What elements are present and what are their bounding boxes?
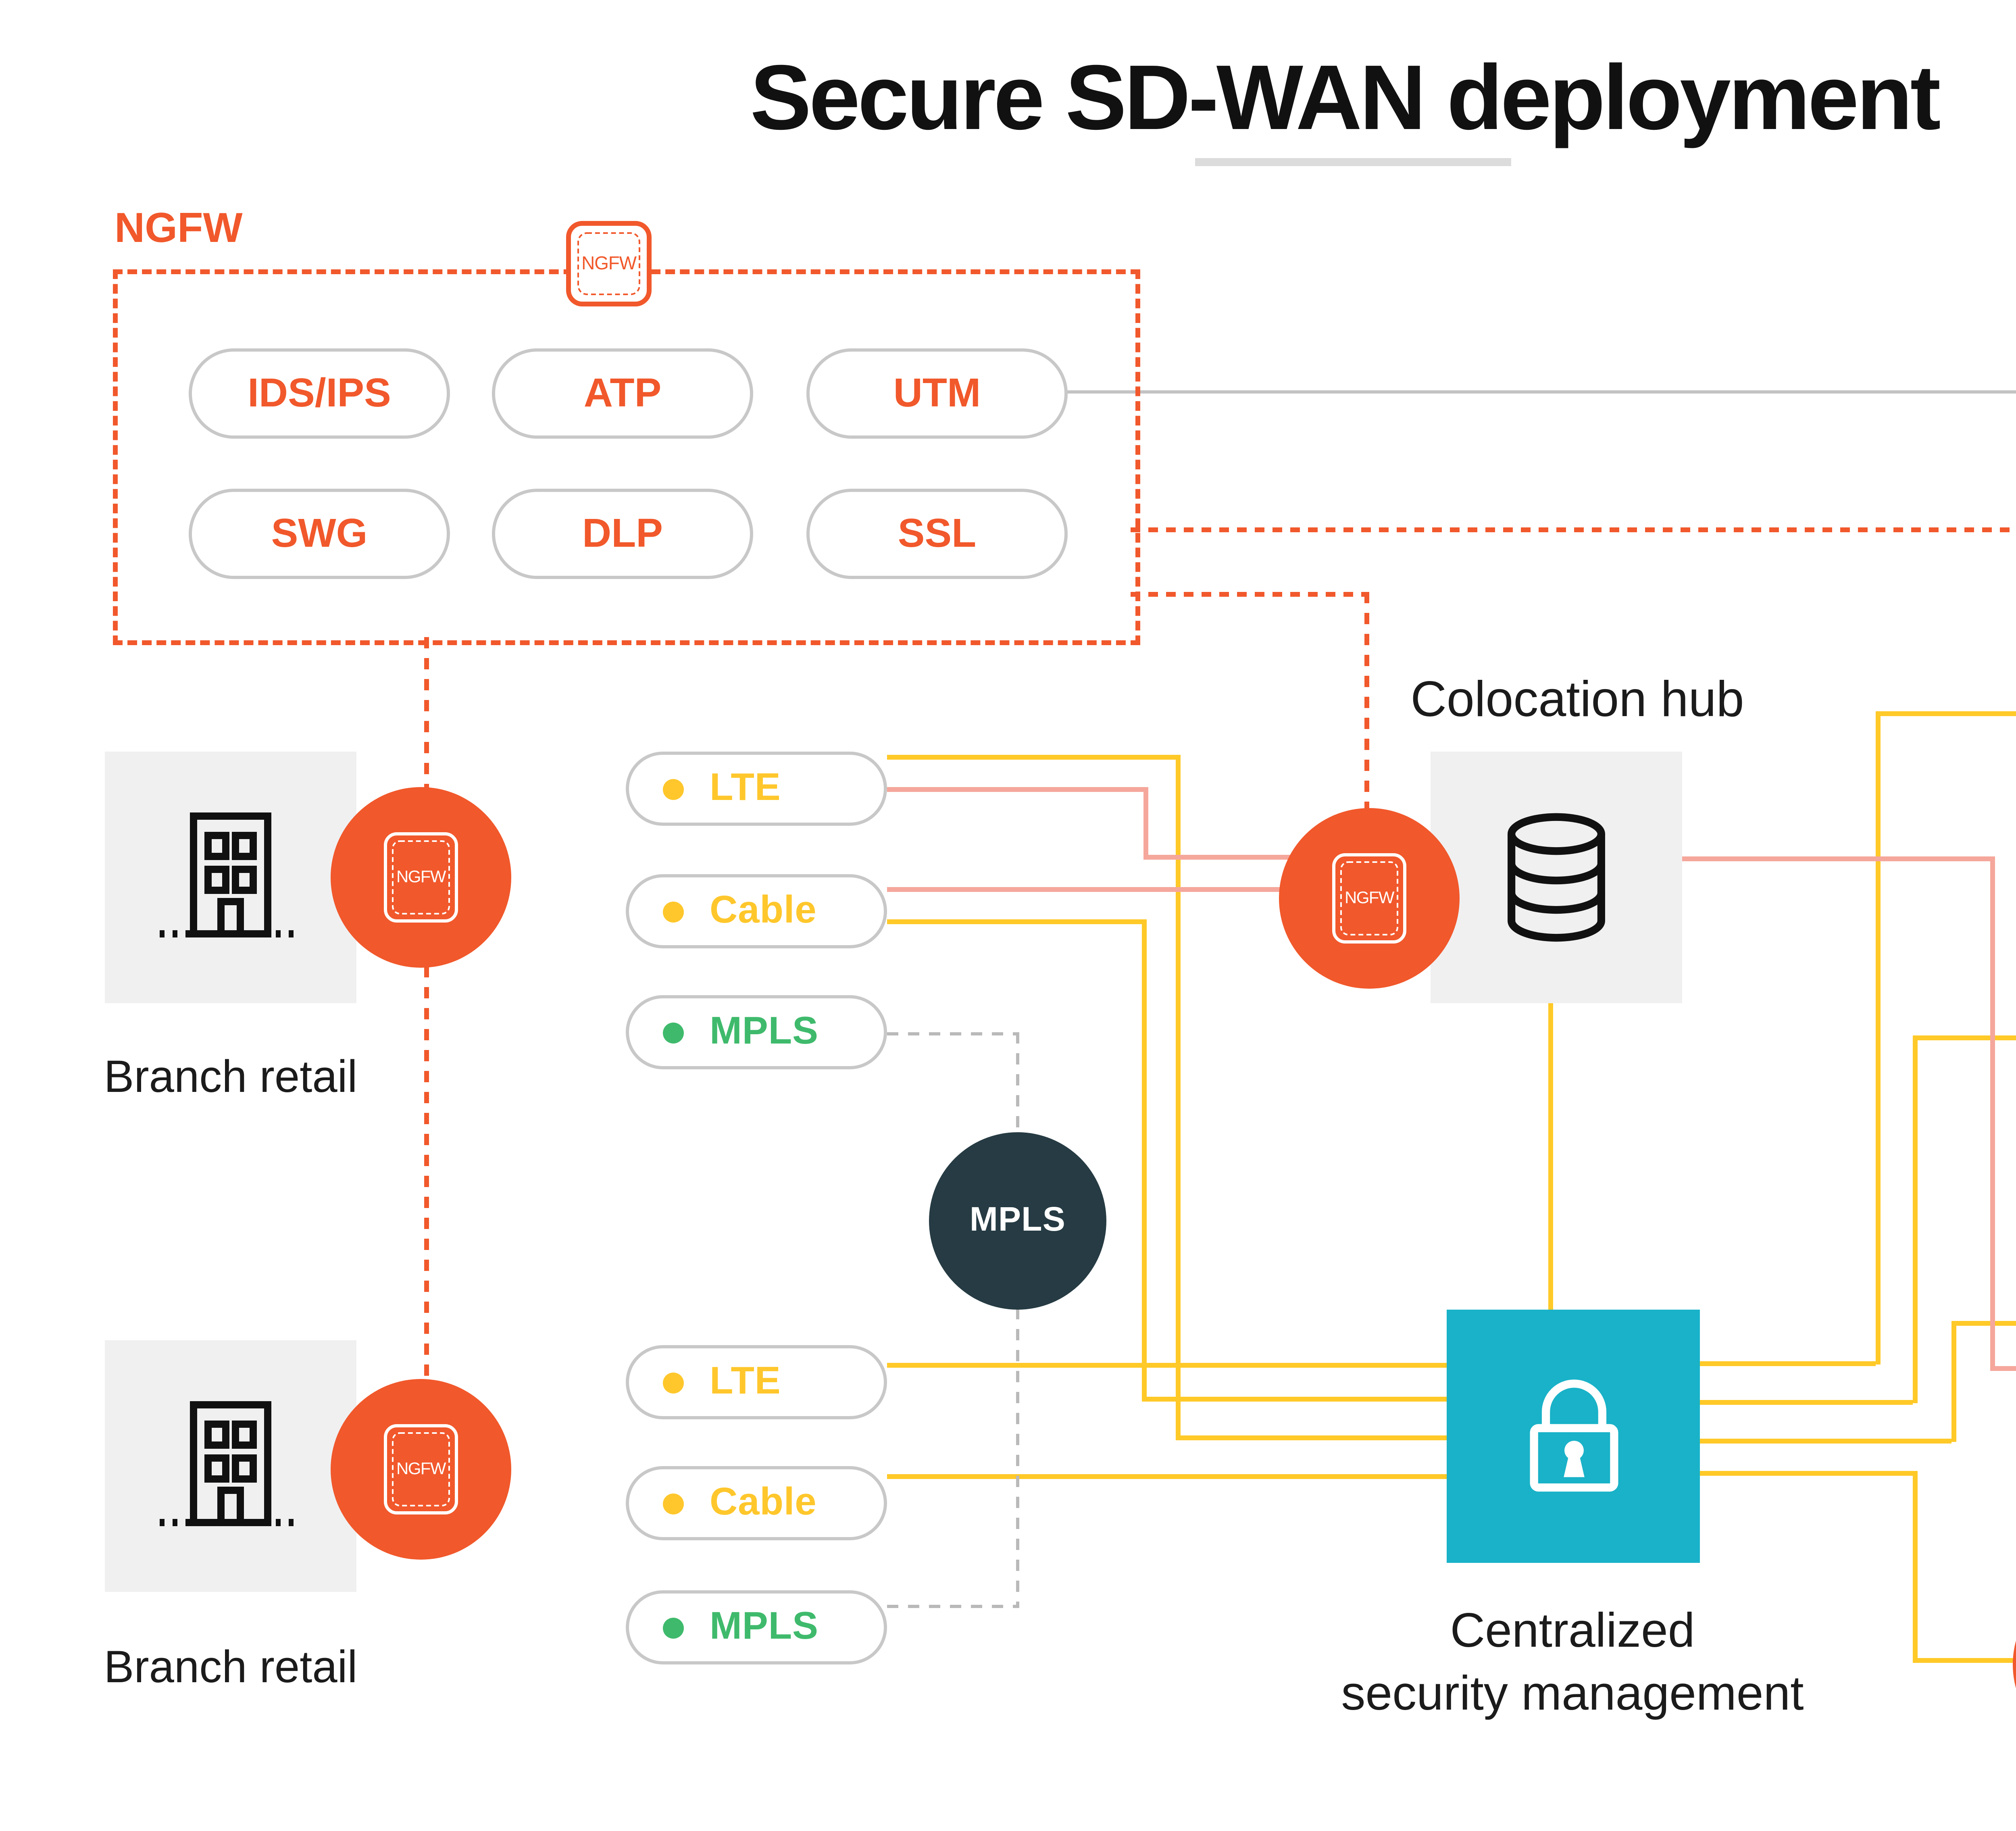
line-sec-publiccloud (1876, 711, 2016, 715)
line-sec-saas (1913, 1035, 2016, 1039)
line-sec-saas (1700, 1400, 1913, 1404)
ngfw-card-label: NGFW (1345, 889, 1395, 908)
colocation-ngfw-badge: NGFW (1279, 808, 1460, 989)
mpls-hub: MPLS (929, 1132, 1106, 1310)
ngfw-chip-icon: NGFW (566, 221, 652, 306)
security-label-line2: security management (1341, 1668, 1804, 1721)
link-pill-label: MPLS (710, 1010, 818, 1053)
mpls-dot-icon (663, 1022, 684, 1043)
line-utm-publiccloud (1066, 390, 2016, 394)
line-lte1-yellow (1176, 1435, 1447, 1439)
link-pill-mpls-2: MPLS (626, 1590, 887, 1664)
line-cable1-yellow (1142, 1397, 1447, 1401)
line-colo-internet (1682, 856, 1993, 860)
cable-dot-icon (663, 1493, 684, 1514)
line-sec-internet (1951, 1321, 1956, 1442)
database-icon (1508, 813, 1605, 942)
cable-dot-icon (663, 901, 684, 922)
branch-1-ngfw-badge: NGFW (331, 787, 511, 968)
line-colo-internet (1990, 856, 1994, 1371)
line-sec-publiccloud (1876, 711, 1880, 1364)
ngfw-chip-label: NGFW (581, 254, 637, 273)
line-ngfw-branch1 (424, 637, 429, 790)
line-lte2-yellow (887, 1363, 1447, 1367)
line-ngfw-hq (1131, 527, 2016, 532)
lock-icon (1529, 1379, 1618, 1491)
mpls-hub-label: MPLS (969, 1202, 1066, 1239)
lte-dot-icon (663, 1372, 684, 1393)
title-underline (1195, 158, 1511, 166)
line-ngfw-colo (1131, 592, 1368, 597)
security-label-line1: Centralized (1450, 1605, 1695, 1658)
link-pill-label: Cable (710, 889, 817, 932)
colocation-box (1431, 752, 1682, 1003)
feature-pill-atp: ATP (492, 348, 753, 439)
branch-2-ngfw-badge: NGFW (331, 1379, 511, 1560)
ngfw-panel-label: NGFW (115, 203, 243, 252)
link-pill-label: MPLS (710, 1605, 818, 1648)
branch-2-label: Branch retail (104, 1642, 358, 1692)
security-management-box (1447, 1310, 1700, 1563)
building-icon (160, 1401, 302, 1526)
link-pill-lte-1: LTE (626, 752, 887, 826)
ngfw-chip-dotted-border (577, 232, 640, 295)
link-pill-cable-2: Cable (626, 1466, 887, 1540)
link-pill-label: LTE (710, 766, 781, 810)
line-mpls2-dashed (1016, 1308, 1020, 1608)
line-colo-internet (1990, 1366, 2016, 1370)
line-lte1-salmon (1143, 787, 1148, 860)
line-mpls1-dashed (887, 1032, 1019, 1036)
page-title: Secure SD-WAN deployment (750, 47, 1941, 150)
line-sec-hq (1913, 1471, 1917, 1663)
feature-pill-utm: UTM (806, 348, 1068, 439)
link-pill-mpls-1: MPLS (626, 995, 887, 1069)
hq-ngfw-badge: NGFW (2013, 1574, 2016, 1755)
line-lte1-salmon (1143, 855, 1290, 859)
feature-pill-idsips: IDS/IPS (189, 348, 450, 439)
lte-dot-icon (663, 778, 684, 799)
line-cable2-yellow (887, 1474, 1447, 1478)
line-cable1-yellow (887, 919, 1142, 923)
line-mpls1-dashed (1016, 1032, 1020, 1135)
line-sec-saas (1913, 1035, 1917, 1403)
feature-pill-ssl: SSL (806, 489, 1068, 579)
colocation-label: Colocation hub (1410, 671, 1744, 727)
building-icon (160, 812, 302, 937)
ngfw-card-icon: NGFW (1332, 853, 1406, 944)
link-pill-lte-2: LTE (626, 1345, 887, 1419)
branch-retail-2-box (105, 1340, 356, 1592)
line-lte1-yellow (1176, 755, 1180, 1439)
link-pill-label: Cable (710, 1481, 817, 1524)
line-sec-publiccloud (1700, 1361, 1876, 1365)
security-management-label: Centralized security management (1274, 1600, 1871, 1726)
branch-retail-1-box (105, 752, 356, 1003)
ngfw-card-icon: NGFW (384, 832, 458, 923)
line-cable1-yellow (1142, 919, 1146, 1400)
ngfw-card-label: NGFW (396, 1460, 446, 1479)
line-ngfw-branch2 (424, 966, 429, 1382)
feature-pill-swg: SWG (189, 489, 450, 579)
link-pill-cable-1: Cable (626, 874, 887, 948)
line-sec-internet (1700, 1439, 1951, 1443)
ngfw-card-label: NGFW (396, 868, 446, 887)
line-lte1-salmon (887, 787, 1147, 791)
line-mpls2-dashed (887, 1605, 1019, 1608)
line-colo-secmgmt (1548, 1003, 1552, 1310)
line-sec-hq (1913, 1658, 2016, 1662)
mpls-dot-icon (663, 1617, 684, 1638)
line-cable1-salmon (887, 887, 1290, 891)
line-sec-internet (1951, 1321, 2016, 1325)
branch-1-label: Branch retail (104, 1052, 358, 1102)
ngfw-card-icon: NGFW (384, 1424, 458, 1514)
feature-pill-dlp: DLP (492, 489, 753, 579)
line-ngfw-colo (1364, 592, 1369, 813)
line-lte1-yellow (887, 755, 1176, 759)
line-sec-hq (1700, 1471, 1913, 1475)
link-pill-label: LTE (710, 1360, 781, 1403)
ngfw-panel (113, 269, 1140, 645)
